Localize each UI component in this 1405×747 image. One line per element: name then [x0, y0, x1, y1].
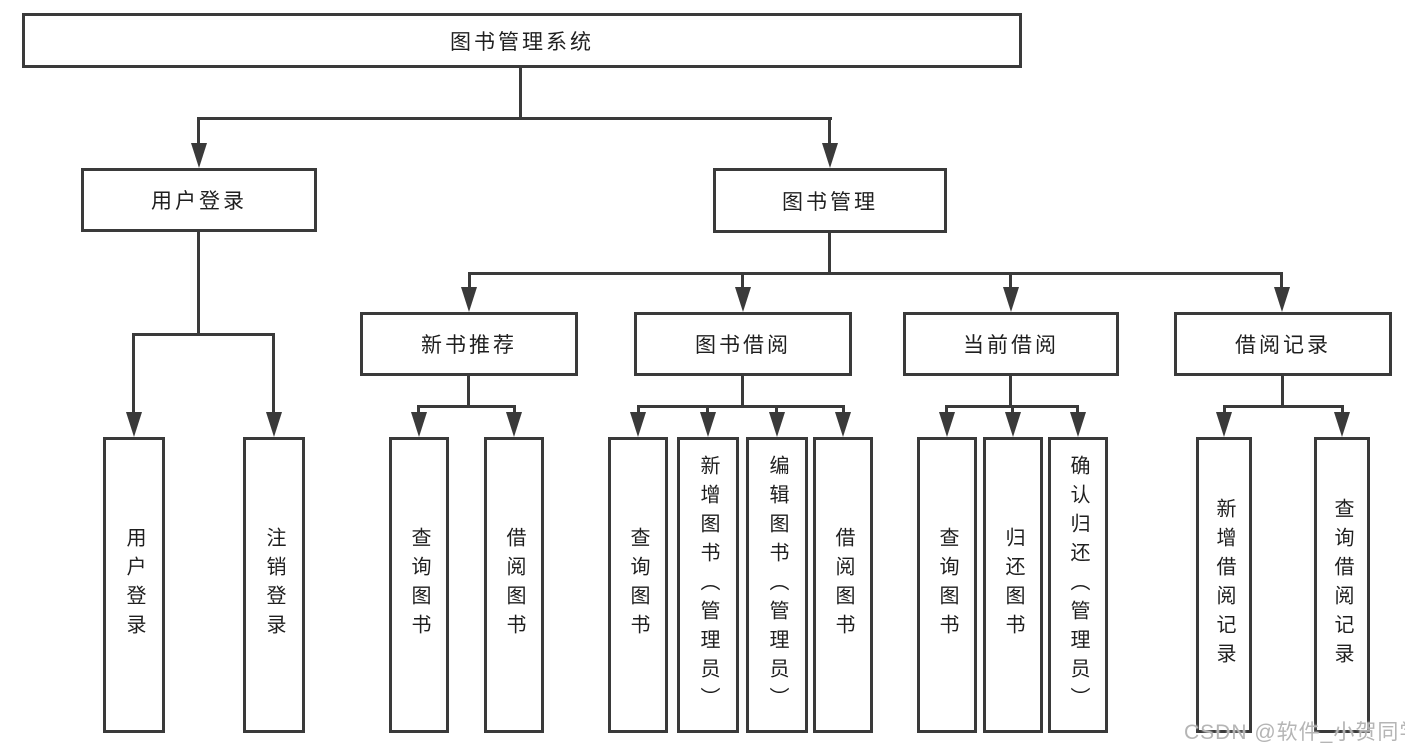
- node-borrowing-records: 借阅记录: [1174, 312, 1392, 376]
- arrowhead-down-icon: [769, 412, 785, 437]
- connector-root-stem: [519, 68, 522, 119]
- connector-login-stem: [197, 232, 200, 335]
- connector-root-drop-right: [828, 117, 831, 147]
- watermark: CSDN @软件_小贺同学: [1184, 721, 1405, 744]
- leaf-current-confirm-return-admin: 确认归还（管理员）: [1048, 437, 1108, 733]
- connector-records-drop-1: [1223, 405, 1226, 418]
- connector-current-drop-3: [1076, 405, 1079, 418]
- node-new-book-recommend-label: 新书推荐: [421, 334, 517, 357]
- connector-records-rail: [1223, 405, 1344, 408]
- connector-current-drop-2: [1011, 405, 1014, 418]
- connector-current-drop-1: [945, 405, 948, 418]
- connector-login-rail: [132, 333, 275, 336]
- arrowhead-down-icon: [1005, 412, 1021, 437]
- connector-root-rail: [197, 117, 832, 120]
- leaf-user-login: 用户登录: [103, 437, 165, 733]
- leaf-records-query-record-label: 查询借阅记录: [1331, 498, 1353, 672]
- connector-mgmt-rail: [468, 272, 1283, 275]
- connector-recommend-drop-1: [417, 405, 420, 418]
- connector-login-drop-right: [272, 333, 275, 413]
- connector-mgmt-drop-3: [1009, 272, 1012, 290]
- leaf-borrowing-edit-books-admin: 编辑图书（管理员）: [746, 437, 808, 733]
- arrowhead-down-icon: [1334, 412, 1350, 437]
- arrowhead-down-icon: [191, 143, 207, 168]
- leaf-borrowing-add-books-admin: 新增图书（管理员）: [677, 437, 739, 733]
- leaf-current-confirm-return-admin-label: 确认归还（管理员）: [1067, 454, 1089, 716]
- connector-borrowing-drop-4: [842, 405, 845, 418]
- connector-borrowing-rail: [637, 405, 845, 408]
- arrowhead-down-icon: [630, 412, 646, 437]
- arrowhead-down-icon: [506, 412, 522, 437]
- leaf-records-query-record: 查询借阅记录: [1314, 437, 1370, 733]
- leaf-borrowing-borrow-books: 借阅图书: [813, 437, 873, 733]
- connector-records-stem: [1281, 376, 1284, 407]
- arrowhead-down-icon: [461, 287, 477, 312]
- connector-records-drop-2: [1341, 405, 1344, 418]
- arrowhead-down-icon: [835, 412, 851, 437]
- leaf-recommend-query-books: 查询图书: [389, 437, 449, 733]
- leaf-borrowing-borrow-books-label: 借阅图书: [832, 527, 854, 643]
- node-user-login-label: 用户登录: [151, 190, 247, 213]
- arrowhead-down-icon: [735, 287, 751, 312]
- arrowhead-down-icon: [266, 412, 282, 437]
- leaf-current-query-books: 查询图书: [917, 437, 977, 733]
- node-new-book-recommend: 新书推荐: [360, 312, 578, 376]
- leaf-borrowing-add-books-admin-label: 新增图书（管理员）: [697, 454, 719, 716]
- arrowhead-down-icon: [822, 143, 838, 168]
- arrowhead-down-icon: [1070, 412, 1086, 437]
- connector-mgmt-drop-2: [741, 272, 744, 290]
- connector-login-drop-left: [132, 333, 135, 413]
- connector-borrowing-drop-3: [775, 405, 778, 418]
- connector-borrowing-stem: [741, 376, 744, 407]
- node-book-management: 图书管理: [713, 168, 947, 233]
- node-user-login: 用户登录: [81, 168, 317, 232]
- leaf-records-add-record-label: 新增借阅记录: [1213, 498, 1235, 672]
- arrowhead-down-icon: [1274, 287, 1290, 312]
- node-root: 图书管理系统: [22, 13, 1022, 68]
- node-book-management-label: 图书管理: [782, 190, 878, 214]
- leaf-recommend-borrow-books-label: 借阅图书: [503, 527, 525, 643]
- node-root-label: 图书管理系统: [450, 30, 594, 54]
- connector-current-stem: [1009, 376, 1012, 407]
- connector-mgmt-stem: [828, 233, 831, 274]
- node-current-borrowing: 当前借阅: [903, 312, 1119, 376]
- leaf-current-return-books-label: 归还图书: [1002, 527, 1024, 643]
- leaf-logout-label: 注销登录: [263, 527, 285, 643]
- node-book-borrowing: 图书借阅: [634, 312, 852, 376]
- leaf-recommend-query-books-label: 查询图书: [408, 527, 430, 643]
- leaf-recommend-borrow-books: 借阅图书: [484, 437, 544, 733]
- connector-mgmt-drop-1: [468, 272, 471, 290]
- arrowhead-down-icon: [700, 412, 716, 437]
- connector-borrowing-drop-2: [706, 405, 709, 418]
- arrowhead-down-icon: [126, 412, 142, 437]
- leaf-borrowing-query-books: 查询图书: [608, 437, 668, 733]
- node-current-borrowing-label: 当前借阅: [963, 334, 1059, 357]
- connector-recommend-stem: [467, 376, 470, 407]
- leaf-borrowing-edit-books-admin-label: 编辑图书（管理员）: [766, 454, 788, 716]
- connector-mgmt-drop-4: [1280, 272, 1283, 290]
- arrowhead-down-icon: [939, 412, 955, 437]
- arrowhead-down-icon: [411, 412, 427, 437]
- connector-borrowing-drop-1: [637, 405, 640, 418]
- leaf-current-query-books-label: 查询图书: [936, 527, 958, 643]
- node-book-borrowing-label: 图书借阅: [695, 334, 791, 357]
- leaf-records-add-record: 新增借阅记录: [1196, 437, 1252, 733]
- connector-root-drop-left: [197, 117, 200, 147]
- arrowhead-down-icon: [1003, 287, 1019, 312]
- leaf-borrowing-query-books-label: 查询图书: [627, 527, 649, 643]
- arrowhead-down-icon: [1216, 412, 1232, 437]
- connector-recommend-rail: [417, 405, 516, 408]
- leaf-user-login-label: 用户登录: [123, 527, 145, 643]
- connector-recommend-drop-2: [513, 405, 516, 418]
- leaf-logout: 注销登录: [243, 437, 305, 733]
- node-borrowing-records-label: 借阅记录: [1235, 334, 1331, 357]
- leaf-current-return-books: 归还图书: [983, 437, 1043, 733]
